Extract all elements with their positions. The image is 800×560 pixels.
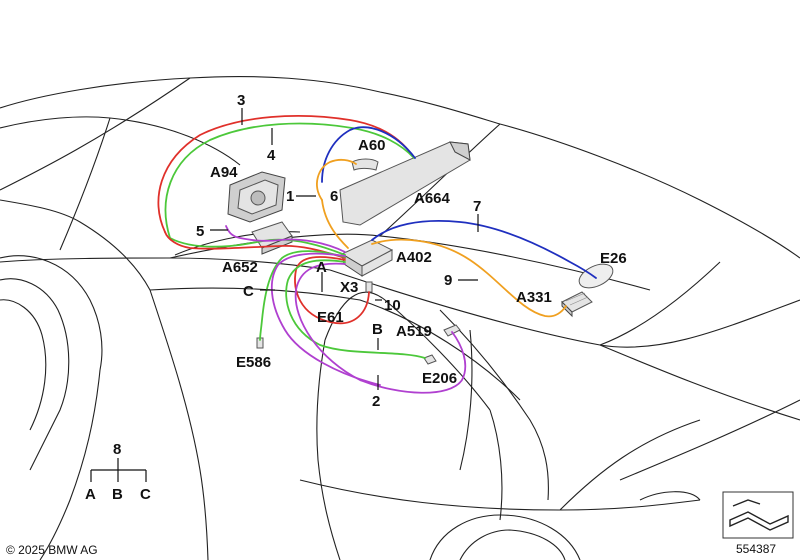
- wire-red-e61: [294, 256, 370, 325]
- wire-green-4: [164, 122, 415, 239]
- a664-module: [339, 141, 471, 226]
- key-c: C: [140, 486, 151, 503]
- a402-module: [340, 239, 394, 277]
- label-a94: A94: [210, 164, 238, 181]
- label-4: 4: [267, 147, 276, 164]
- wire-green-bundle: [169, 237, 346, 256]
- wire-green-c: [259, 250, 346, 341]
- wire-blue: [321, 126, 416, 183]
- label-a519: A519: [396, 323, 432, 340]
- a652-module: [251, 221, 293, 255]
- wire-orange-6: [316, 158, 357, 201]
- diagram-number: 554387: [736, 542, 776, 556]
- label-5: 5: [196, 223, 204, 240]
- wiring-harness: [157, 115, 597, 394]
- label-7: 7: [473, 198, 481, 215]
- label-2: 2: [372, 393, 380, 410]
- a519-module: [443, 324, 461, 337]
- label-b: B: [372, 321, 383, 338]
- label-6: 6: [330, 188, 338, 205]
- wire-orange-6b: [321, 199, 349, 249]
- label-9: 9: [444, 272, 452, 289]
- a94-module: [227, 171, 286, 223]
- e206-connector: [423, 354, 437, 365]
- wire-orange-9: [371, 238, 567, 318]
- a60-mirror: [351, 158, 379, 171]
- label-x3: X3: [340, 279, 358, 296]
- key-8: 8: [113, 441, 121, 458]
- part-labels: 3 4 A94 A60 1 6 A664 7 5 A652 A402 E26 A…: [196, 92, 627, 410]
- label-10: 10: [384, 297, 401, 314]
- label-c: C: [243, 283, 254, 300]
- label-a652: A652: [222, 259, 258, 276]
- harness-key: 8 A B C: [85, 441, 151, 503]
- wire-purple-5: [225, 225, 346, 253]
- label-a60: A60: [358, 137, 386, 154]
- wire-red-3: [157, 115, 413, 233]
- label-a331: A331: [516, 289, 552, 306]
- wire-purple-b: [270, 252, 381, 386]
- label-a402: A402: [396, 249, 432, 266]
- key-b: B: [112, 486, 123, 503]
- x3-connector: [365, 281, 373, 293]
- copyright-text: © 2025 BMW AG: [6, 543, 98, 557]
- a331-module: [561, 291, 593, 318]
- label-a: A: [316, 259, 327, 276]
- label-3: 3: [237, 92, 245, 109]
- wire-red-bundle: [164, 231, 346, 259]
- leader-lines: [210, 108, 479, 390]
- label-e206: E206: [422, 370, 457, 387]
- diagram-icon: [722, 491, 794, 539]
- label-e26: E26: [600, 250, 627, 267]
- e26-light: [578, 263, 614, 289]
- label-a664: A664: [414, 190, 451, 207]
- label-e586: E586: [236, 354, 271, 371]
- wire-blue-7: [371, 219, 597, 279]
- wire-green-b: [285, 259, 426, 359]
- label-e61: E61: [317, 309, 344, 326]
- key-a: A: [85, 486, 96, 503]
- car-body-outline: [0, 76, 800, 560]
- label-1: 1: [286, 188, 294, 205]
